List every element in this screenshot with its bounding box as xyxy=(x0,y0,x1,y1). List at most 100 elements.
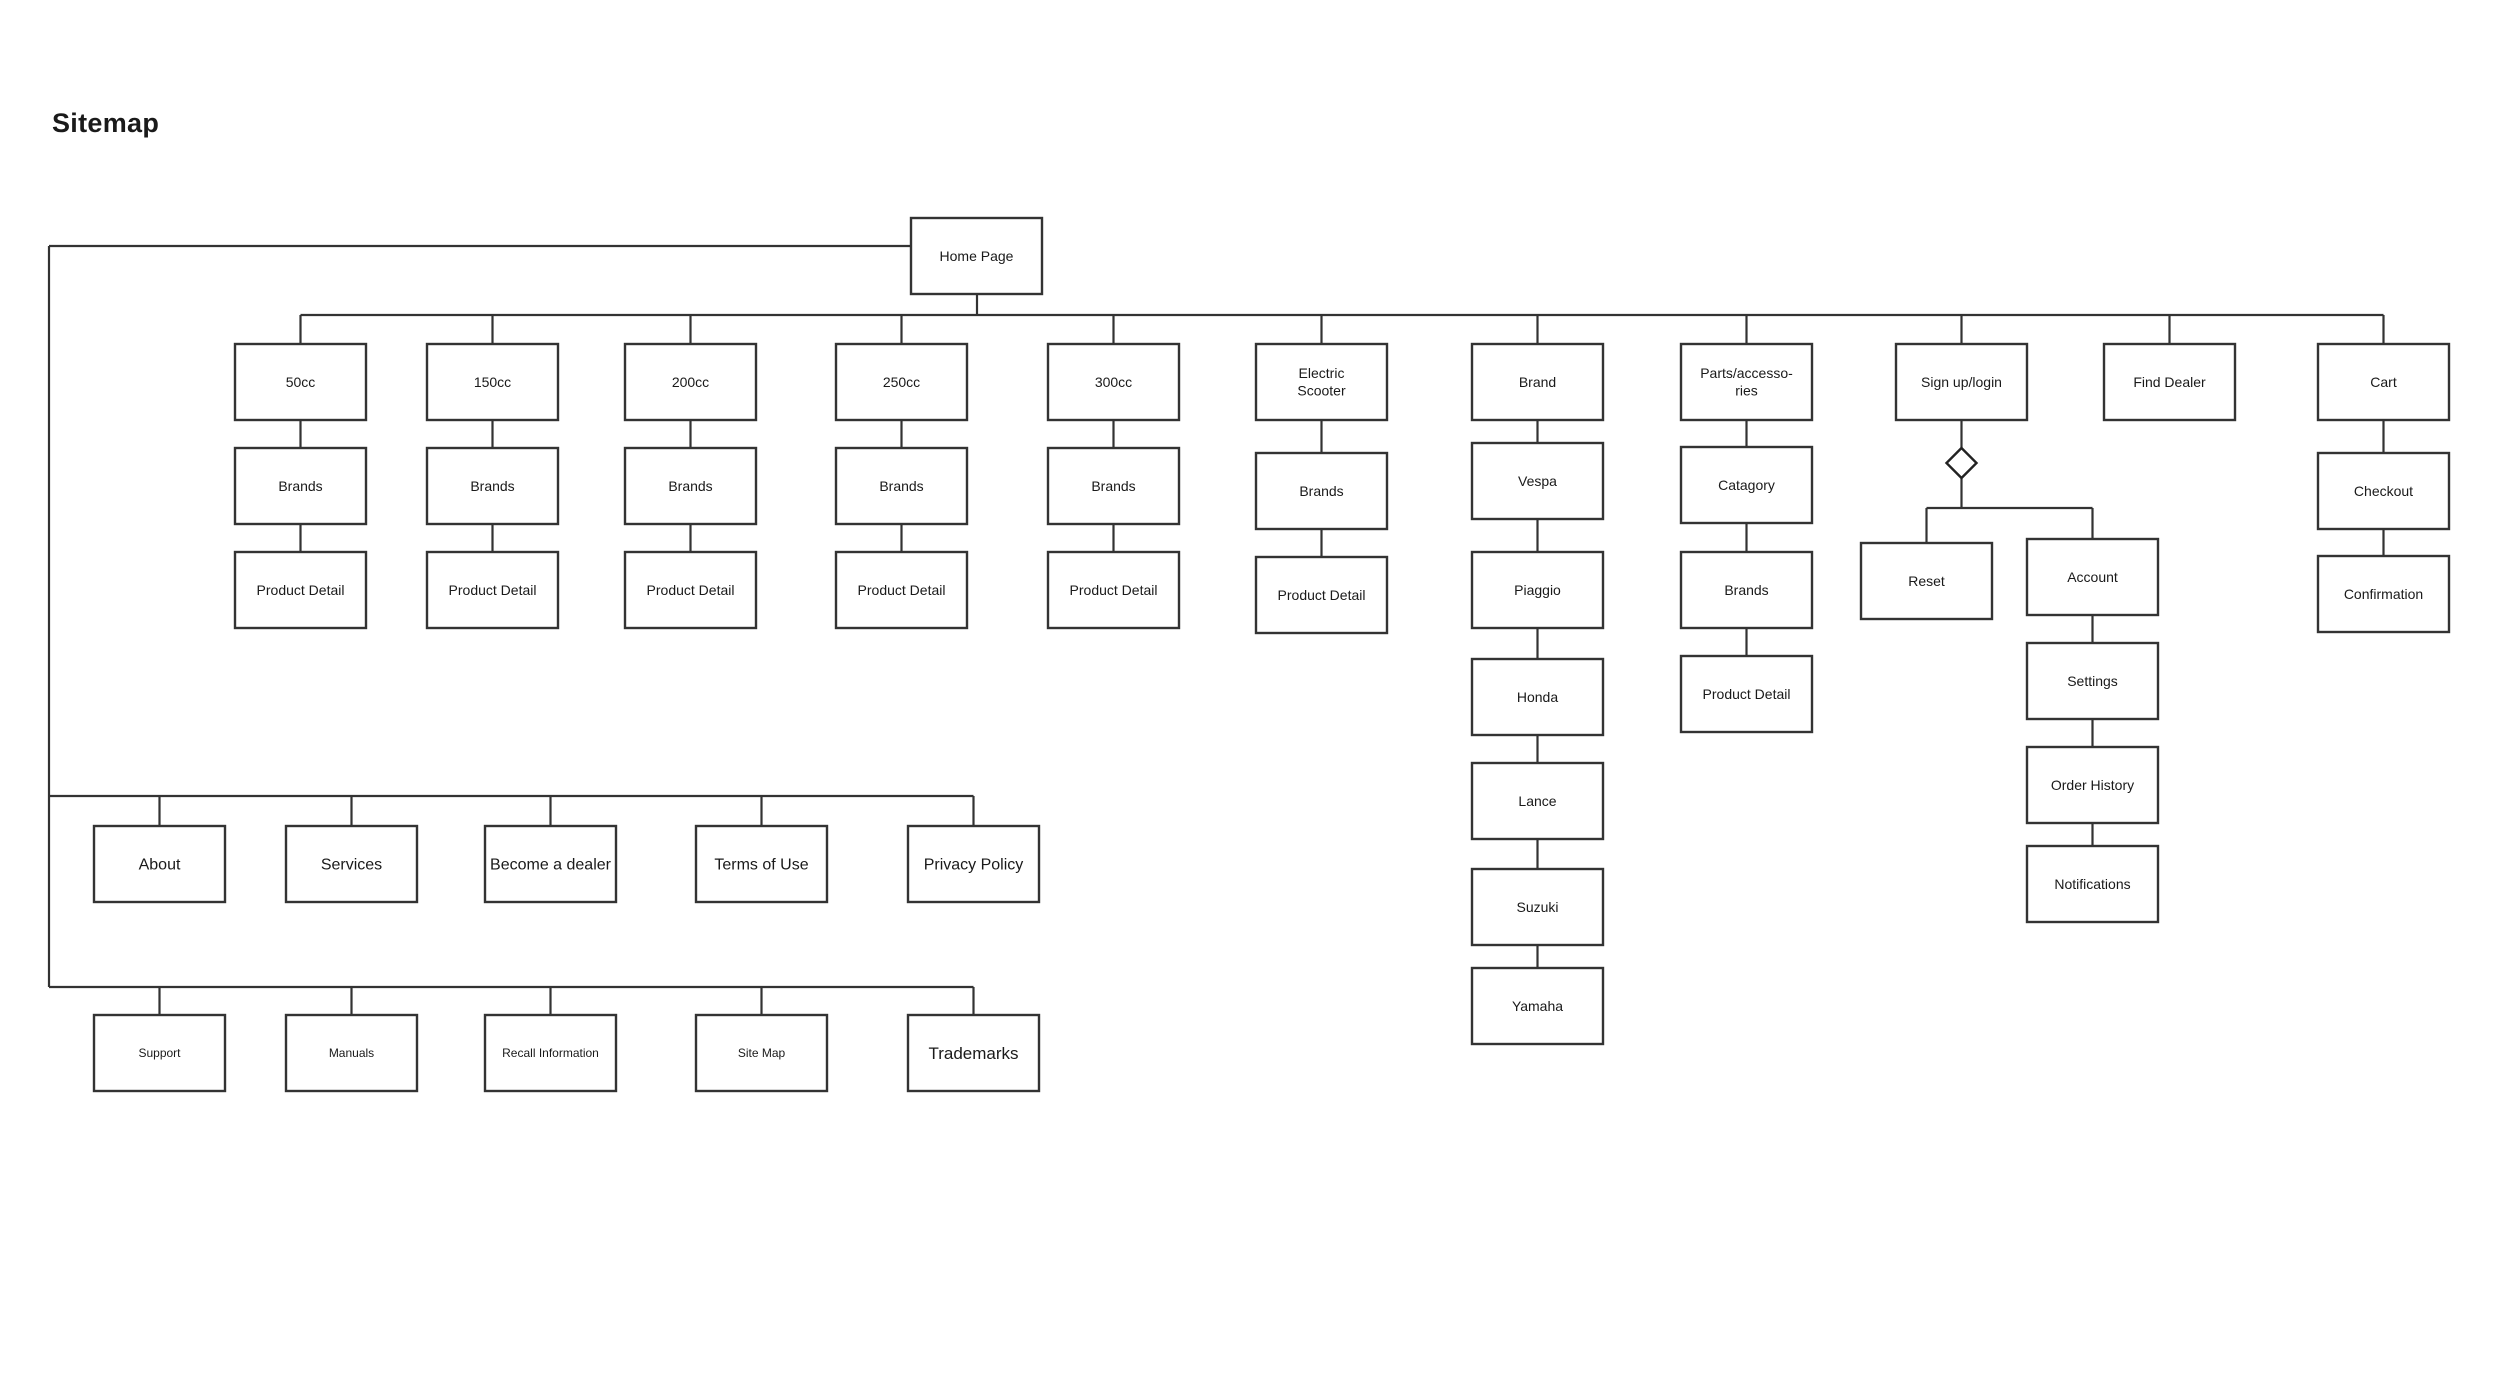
node-label: Cart xyxy=(2370,374,2397,390)
node-parts-accesso-ries: Parts/accesso-ries xyxy=(1679,342,1814,422)
node-label: Recall Information xyxy=(502,1046,599,1060)
node-yamaha: Yamaha xyxy=(1470,966,1605,1046)
node-label: Product Detail xyxy=(1278,587,1366,603)
node-label: Checkout xyxy=(2354,483,2413,499)
node-order-history: Order History xyxy=(2025,745,2160,825)
node-label: Yamaha xyxy=(1512,998,1563,1014)
node-label: Confirmation xyxy=(2344,586,2423,602)
node-brands: Brands xyxy=(623,446,758,526)
node-label: Become a dealer xyxy=(490,857,612,874)
node-account: Account xyxy=(2025,537,2160,617)
node-label: Manuals xyxy=(329,1046,374,1060)
node-label: Terms of Use xyxy=(714,857,808,874)
node-terms-of-use: Terms of Use xyxy=(694,824,829,904)
node-reset: Reset xyxy=(1859,541,1994,621)
node-brand: Brand xyxy=(1470,342,1605,422)
node-label: About xyxy=(139,857,181,874)
node-200cc: 200cc xyxy=(623,342,758,422)
node-services: Services xyxy=(284,824,419,904)
node-label: Reset xyxy=(1908,573,1945,589)
node-label: 300cc xyxy=(1095,374,1132,390)
node-label: Lance xyxy=(1518,793,1556,809)
node-privacy-policy: Privacy Policy xyxy=(906,824,1041,904)
node-product-detail: Product Detail xyxy=(233,550,368,630)
node-settings: Settings xyxy=(2025,641,2160,721)
node-label: Product Detail xyxy=(449,582,537,598)
node-trademarks: Trademarks xyxy=(906,1013,1041,1093)
node-label: Suzuki xyxy=(1516,899,1558,915)
node-find-dealer: Find Dealer xyxy=(2102,342,2237,422)
node-300cc: 300cc xyxy=(1046,342,1181,422)
node-label: Honda xyxy=(1517,689,1558,705)
node-label: Vespa xyxy=(1518,473,1557,489)
node-about: About xyxy=(92,824,227,904)
node-product-detail: Product Detail xyxy=(1254,555,1389,635)
node-brands: Brands xyxy=(1254,451,1389,531)
node-product-detail: Product Detail xyxy=(1046,550,1181,630)
node-label: 200cc xyxy=(672,374,709,390)
node-piaggio: Piaggio xyxy=(1470,550,1605,630)
node-label: Piaggio xyxy=(1514,582,1561,598)
node-label: Settings xyxy=(2067,673,2118,689)
node-50cc: 50cc xyxy=(233,342,368,422)
node-suzuki: Suzuki xyxy=(1470,867,1605,947)
node-label: Brand xyxy=(1519,374,1556,390)
node-label: Sign up/login xyxy=(1921,374,2002,390)
node-brands: Brands xyxy=(1046,446,1181,526)
node-brands: Brands xyxy=(233,446,368,526)
node-label: Privacy Policy xyxy=(924,857,1024,874)
node-label: Find Dealer xyxy=(2133,374,2206,390)
node-label: Services xyxy=(321,857,382,874)
node-label: Order History xyxy=(2051,777,2134,793)
node-label: Product Detail xyxy=(1703,686,1791,702)
node-label: Support xyxy=(138,1046,181,1060)
node-vespa: Vespa xyxy=(1470,441,1605,521)
node-product-detail: Product Detail xyxy=(1679,654,1814,734)
page-title: Sitemap xyxy=(52,108,160,138)
connector-layer xyxy=(47,244,2385,1015)
node-honda: Honda xyxy=(1470,657,1605,737)
node-label: Brands xyxy=(1091,478,1135,494)
node-label: Catagory xyxy=(1718,477,1775,493)
node-product-detail: Product Detail xyxy=(834,550,969,630)
node-cart: Cart xyxy=(2316,342,2451,422)
node-lance: Lance xyxy=(1470,761,1605,841)
node-sign-up-login: Sign up/login xyxy=(1894,342,2029,422)
node-label: Brands xyxy=(1299,483,1343,499)
node-label: Product Detail xyxy=(1070,582,1158,598)
node-brands: Brands xyxy=(1679,550,1814,630)
node-brands: Brands xyxy=(834,446,969,526)
node-label: Home Page xyxy=(940,248,1014,264)
node-brands: Brands xyxy=(425,446,560,526)
node-label: Site Map xyxy=(738,1046,786,1060)
node-label: Product Detail xyxy=(257,582,345,598)
node-product-detail: Product Detail xyxy=(425,550,560,630)
node-product-detail: Product Detail xyxy=(623,550,758,630)
node-250cc: 250cc xyxy=(834,342,969,422)
decision-diamond xyxy=(1944,446,1979,480)
node-manuals: Manuals xyxy=(284,1013,419,1093)
node-label: Brands xyxy=(278,478,322,494)
node-label: Account xyxy=(2067,569,2118,585)
node-confirmation: Confirmation xyxy=(2316,554,2451,634)
node-label: Brands xyxy=(1724,582,1768,598)
node-recall-information: Recall Information xyxy=(483,1013,618,1093)
node-site-map: Site Map xyxy=(694,1013,829,1093)
node-catagory: Catagory xyxy=(1679,445,1814,525)
node-label: 250cc xyxy=(883,374,920,390)
node-label: Brands xyxy=(668,478,712,494)
node-label: Parts/accesso-ries xyxy=(1700,365,1793,399)
node-label: Trademarks xyxy=(928,1044,1018,1063)
node-label: Product Detail xyxy=(858,582,946,598)
node-checkout: Checkout xyxy=(2316,451,2451,531)
node-notifications: Notifications xyxy=(2025,844,2160,924)
node-label: 50cc xyxy=(286,374,316,390)
node-150cc: 150cc xyxy=(425,342,560,422)
node-label: Brands xyxy=(879,478,923,494)
node-label: 150cc xyxy=(474,374,511,390)
node-label: Notifications xyxy=(2054,876,2130,892)
